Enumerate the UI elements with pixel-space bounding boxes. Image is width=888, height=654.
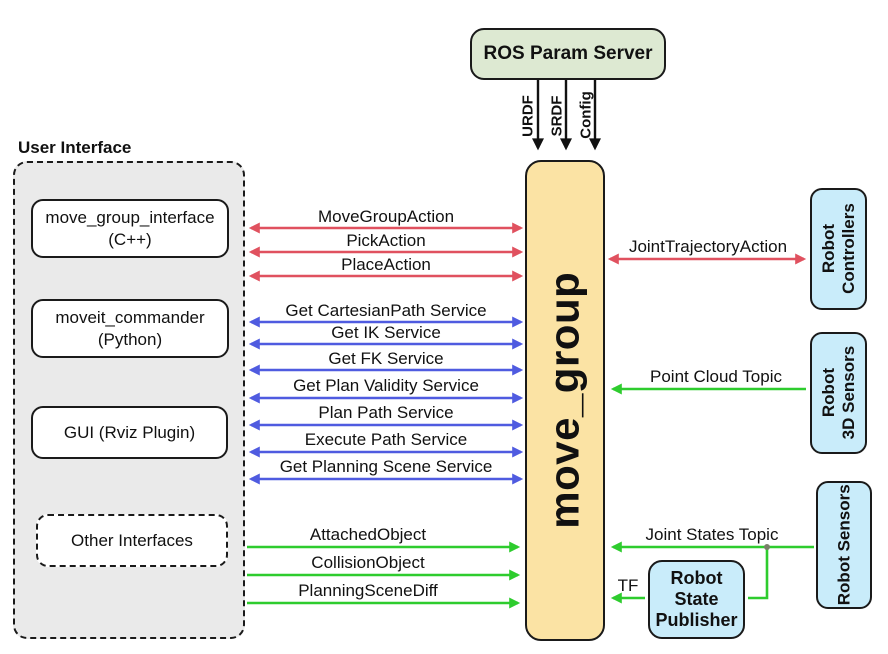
robot-3d-sensors-line1: Robot [818, 368, 838, 418]
placeaction-label: PlaceAction [341, 255, 431, 274]
robot-state-publisher-line2: State [674, 589, 719, 610]
moveit-commander-line2: (Python) [97, 329, 163, 349]
move-group-interface-box: move_group_interface (C++) [31, 199, 229, 258]
getfk-label: Get FK Service [328, 349, 444, 368]
robot-sensors-box: Robot Sensors [816, 481, 872, 609]
moveit-commander-line1: moveit_commander [55, 308, 205, 328]
planningscenediff-label: PlanningSceneDiff [298, 581, 438, 600]
gui-rviz-plugin-label: GUI (Rviz Plugin) [63, 422, 196, 442]
attachedobject-label: AttachedObject [309, 525, 427, 544]
action-arrows [248, 222, 807, 282]
planpath-label: Plan Path Service [318, 403, 454, 422]
tf-label: TF [617, 576, 639, 595]
robot-controllers-box: Robot Controllers [810, 188, 867, 310]
ros-param-server-box: ROS Param Server [470, 28, 666, 80]
jointtrajectoryaction-label: JointTrajectoryAction [628, 237, 788, 256]
pickaction-label: PickAction [346, 231, 426, 250]
robot-state-publisher-line3: Publisher [655, 609, 738, 630]
other-interfaces-label: Other Interfaces [71, 530, 193, 550]
move-group-interface-line1: move_group_interface [45, 208, 215, 228]
param-arrows [532, 79, 601, 151]
topic-arrows [247, 383, 814, 609]
srdf-label: SRDF [548, 95, 566, 137]
user-interface-title: User Interface [18, 138, 132, 157]
pointcloudtopic-label: Point Cloud Topic [650, 367, 782, 386]
jointstatestopic-label: Joint States Topic [645, 525, 779, 544]
cartesianpath-label: Get CartesianPath Service [285, 301, 487, 320]
robot-state-publisher-line1: Robot [670, 568, 723, 589]
gui-rviz-plugin-box: GUI (Rviz Plugin) [31, 406, 228, 459]
config-label: Config [577, 91, 595, 139]
planvalidity-label: Get Plan Validity Service [293, 376, 479, 395]
other-interfaces-box: Other Interfaces [36, 514, 228, 567]
executepath-label: Execute Path Service [304, 430, 468, 449]
move-group-interface-line2: (C++) [108, 229, 152, 249]
move-group-label: move_group [540, 271, 588, 530]
robot-sensors-label: Robot Sensors [834, 484, 854, 606]
collisionobject-label: CollisionObject [311, 553, 425, 572]
getik-label: Get IK Service [331, 323, 441, 342]
ros-param-server-label: ROS Param Server [483, 43, 653, 65]
robot-state-publisher-box: Robot State Publisher [648, 560, 745, 639]
planningscene-label: Get Planning Scene Service [279, 457, 493, 476]
robot-3d-sensors-box: Robot 3D Sensors [810, 332, 867, 454]
robot-3d-sensors-line2: 3D Sensors [838, 346, 858, 440]
robot-controllers-line1: Robot [818, 224, 838, 274]
wire-junction-dot [764, 544, 770, 550]
movegroupaction-label: MoveGroupAction [317, 207, 455, 226]
jointstates-branch-line [748, 548, 769, 600]
moveit-commander-box: moveit_commander (Python) [31, 299, 229, 358]
move-group-box: move_group [525, 160, 605, 641]
robot-controllers-line2: Controllers [838, 203, 858, 295]
robot-controllers-label: Robot Controllers [819, 204, 858, 295]
urdf-label: URDF [519, 95, 537, 137]
service-arrows [248, 316, 524, 485]
robot-3d-sensors-label: Robot 3D Sensors [819, 346, 858, 440]
